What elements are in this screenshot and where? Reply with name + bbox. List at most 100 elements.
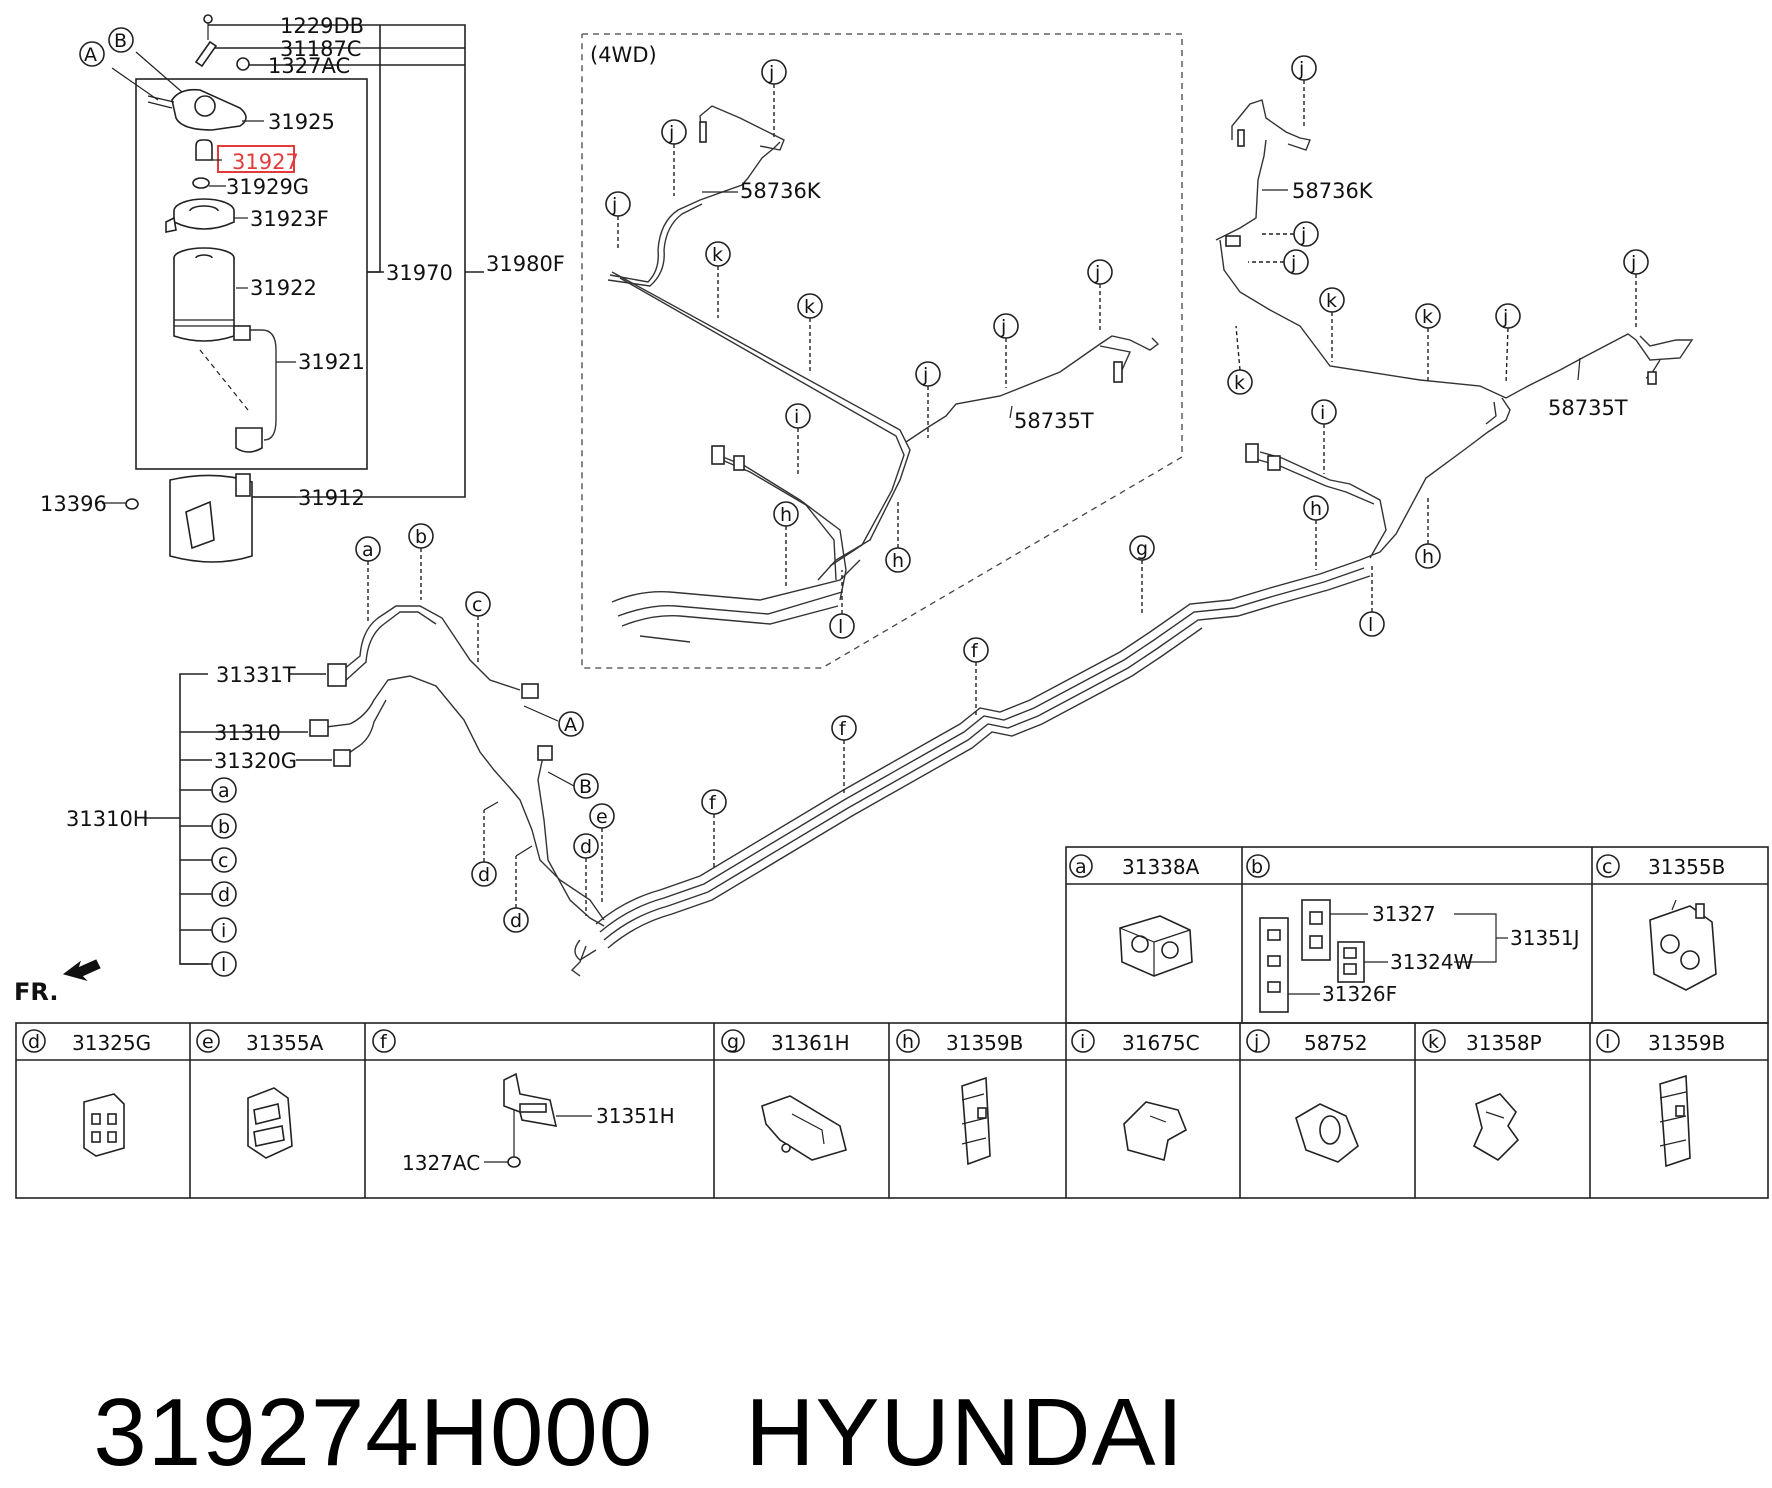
rear-callout-l: l — [838, 616, 843, 638]
label-13396: 13396 — [40, 492, 107, 516]
rear-callout-i: i — [794, 406, 799, 428]
right-section: j j j j k k k j i h h l g 58736K 58735T — [1129, 55, 1694, 637]
front-callout-d2: d — [478, 864, 490, 886]
table-part-1327ac: 1327AC — [402, 1151, 480, 1175]
right-callout-l: l — [1368, 614, 1373, 636]
label-1229db: 1229DB — [280, 14, 364, 38]
label-31310: 31310 — [214, 721, 281, 745]
rear-callout-j1: j — [611, 194, 617, 216]
front-section: a b c A B e d d d a b c d i l 31331T 313 — [14, 523, 615, 1006]
right-callout-j2: j — [1300, 224, 1306, 246]
table-letter-b: b — [1251, 856, 1263, 878]
table-letter-j: j — [1253, 1031, 1259, 1053]
table-part-31325g: 31325G — [72, 1031, 151, 1055]
table-letter-g: g — [727, 1031, 739, 1053]
right-callout-j5: j — [1502, 306, 1508, 328]
table-part-31355a: 31355A — [246, 1031, 324, 1055]
right-callout-k2: k — [1326, 290, 1337, 312]
table-part-31326f: 31326F — [1322, 982, 1397, 1006]
rear-label-58736k: 58736K — [740, 179, 822, 203]
rear-label-58735t: 58735T — [1014, 409, 1094, 433]
right-callout-g: g — [1136, 538, 1148, 560]
front-callout-upper-b: B — [579, 776, 592, 798]
right-label-58735t: 58735T — [1548, 396, 1628, 420]
rear-callout-j5: j — [1000, 316, 1006, 338]
label-31980f: 31980F — [486, 252, 565, 276]
parts-table-top: a b c 31338A 31355B 31327 31324W 31326F … — [1065, 846, 1769, 1024]
table-part-31324w: 31324W — [1390, 950, 1474, 974]
rear-callout-j3: j — [768, 62, 774, 84]
table-part-31358p: 31358P — [1466, 1031, 1542, 1055]
right-callout-k3: k — [1422, 306, 1433, 328]
label-31310h: 31310H — [66, 807, 149, 831]
label-31922: 31922 — [250, 276, 317, 300]
label-31970: 31970 — [386, 261, 453, 285]
label-31929g: 31929G — [226, 175, 309, 199]
footer-brand: HYUNDAI — [745, 1379, 1185, 1486]
front-callout-upper-a: A — [564, 714, 577, 736]
right-callout-j3: j — [1290, 252, 1296, 274]
filter-assembly: 1229DB 31187C 1327AC 31925 31927 31929G … — [40, 14, 565, 563]
callout-a-upper: A — [84, 44, 97, 66]
rear-callout-j6: j — [1094, 262, 1100, 284]
table-part-31338a: 31338A — [1122, 855, 1200, 879]
parts-table-bottom: d e f g h i j k l 31325G 31355A 31361H 3… — [15, 1022, 1769, 1199]
filter-inner-frame — [135, 78, 368, 470]
label-31921: 31921 — [298, 350, 365, 374]
table-letter-i: i — [1080, 1031, 1085, 1053]
front-callout-d1: d — [580, 836, 592, 858]
label-31320g: 31320G — [214, 749, 297, 773]
table-letter-k: k — [1428, 1031, 1439, 1053]
fuel-line-diagram: 1229DB 31187C 1327AC 31925 31927 31929G … — [14, 14, 1769, 1199]
list-callout-b: b — [218, 816, 230, 838]
right-callout-j1: j — [1298, 58, 1304, 80]
list-callout-c: c — [218, 850, 228, 872]
front-callout-c: c — [472, 594, 482, 616]
table-part-31351h: 31351H — [596, 1104, 675, 1128]
table-part-31359b-h: 31359B — [946, 1031, 1023, 1055]
rear-callout-j2: j — [668, 122, 674, 144]
table-letter-h: h — [902, 1031, 914, 1053]
rear-callout-k1: k — [712, 244, 723, 266]
front-callout-d3: d — [510, 910, 522, 932]
right-callout-h2: h — [1422, 546, 1434, 568]
table-letter-d: d — [28, 1031, 40, 1053]
rear-callout-j4: j — [922, 364, 928, 386]
right-callout-j4: j — [1630, 252, 1636, 274]
rear-callout-h2: h — [892, 550, 904, 572]
table-letter-a: a — [1075, 856, 1087, 878]
front-arrow-icon — [62, 959, 101, 981]
fr-label: FR. — [14, 978, 58, 1006]
table-part-31351j: 31351J — [1510, 926, 1580, 950]
right-callout-k1: k — [1234, 372, 1245, 394]
list-callout-d: d — [218, 884, 230, 906]
table-letter-f: f — [380, 1031, 388, 1053]
label-31925: 31925 — [268, 110, 335, 134]
table-part-58752: 58752 — [1304, 1031, 1368, 1055]
list-callout-i: i — [221, 920, 226, 942]
label-31923f: 31923F — [250, 207, 329, 231]
table-letter-l: l — [1605, 1031, 1610, 1053]
front-callout-a: a — [362, 539, 374, 561]
list-callout-l: l — [221, 954, 226, 976]
list-callout-a: a — [218, 780, 230, 802]
label-31187c: 31187C — [280, 37, 361, 61]
main-callout-f2: f — [839, 718, 847, 740]
table-letter-c: c — [1602, 856, 1612, 878]
label-31912: 31912 — [298, 486, 365, 510]
main-callout-f1: f — [971, 640, 979, 662]
table-part-31361h: 31361H — [771, 1031, 850, 1055]
label-1327ac: 1327AC — [268, 54, 350, 78]
front-callout-b: b — [415, 526, 427, 548]
table-part-31675c: 31675C — [1122, 1031, 1200, 1055]
main-callout-f3: f — [709, 792, 717, 814]
highlight-box — [217, 145, 295, 173]
right-callout-i: i — [1320, 402, 1325, 424]
table-letter-e: e — [202, 1031, 214, 1053]
front-callout-e: e — [596, 806, 608, 828]
right-callout-h1: h — [1310, 498, 1322, 520]
table-part-31327: 31327 — [1372, 902, 1436, 926]
rear-callout-k2: k — [804, 296, 815, 318]
callout-b-upper: B — [114, 30, 127, 52]
